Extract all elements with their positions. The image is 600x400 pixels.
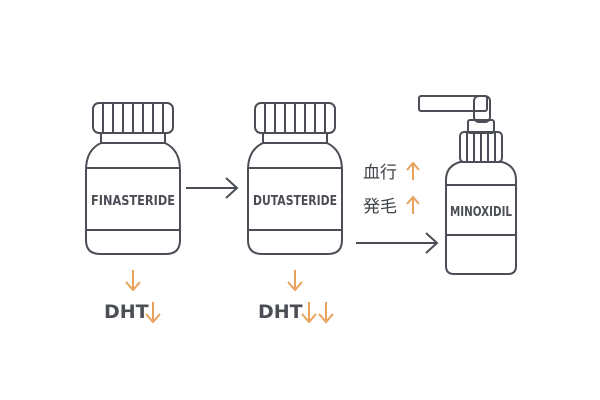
dutasteride-bottle: DUTASTERIDE [247,102,343,255]
dutasteride-down-arrow-icon [287,270,303,292]
arrow-right-icon [186,177,239,199]
hair-growth-up-arrow-icon [406,195,420,214]
dutasteride-dht-text: DHT [258,301,303,323]
minoxidil-hair-growth-text: 発毛 [363,197,397,217]
minoxidil-label: MINOXIDIL [450,205,512,220]
finasteride-dht-down-icon [145,302,161,324]
finasteride-down-arrow-icon [125,270,141,292]
spray-nozzle [418,95,488,112]
blood-flow-up-arrow-icon [406,161,420,180]
dutasteride-dht-double-down-icon [301,302,334,324]
finasteride-body [85,142,181,255]
dutasteride-body [247,142,343,255]
dutasteride-label: DUTASTERIDE [253,194,337,209]
finasteride-neck [100,132,166,144]
finasteride-dht-text: DHT [104,301,149,323]
dutasteride-neck [262,132,328,144]
minoxidil-spray-bottle: MINOXIDIL [418,95,517,275]
minoxidil-body [445,161,517,275]
finasteride-label: FINASTERIDE [91,194,175,209]
minoxidil-blood-flow-text: 血行 [363,163,397,183]
finasteride-bottle: FINASTERIDE [85,102,181,255]
arrow-right-long-icon [356,232,439,254]
